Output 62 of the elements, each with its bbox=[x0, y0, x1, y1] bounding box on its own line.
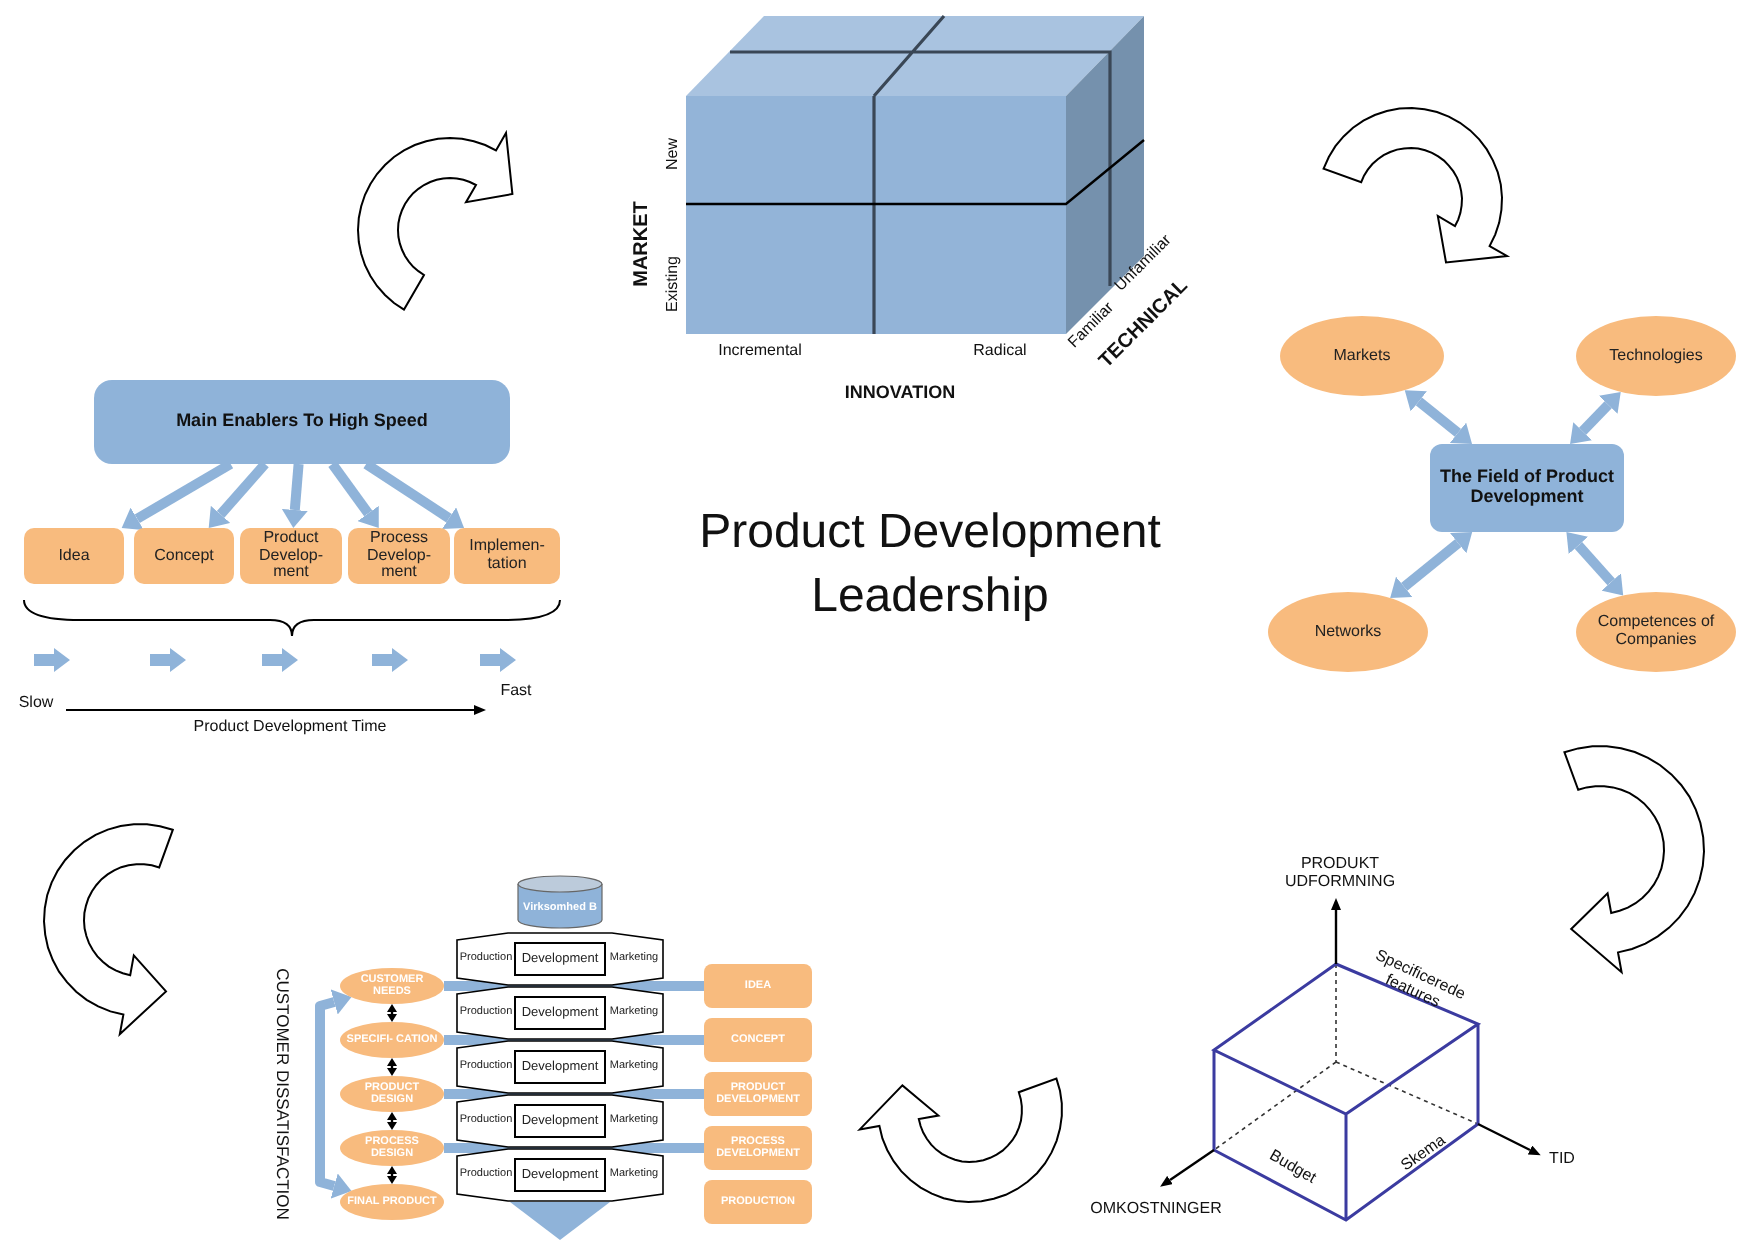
field-label: The Field of Product Development bbox=[1438, 468, 1616, 508]
phase-box bbox=[704, 1018, 812, 1062]
step-ellipse bbox=[340, 1076, 444, 1112]
axis-label: Existing bbox=[665, 256, 683, 312]
double-arrow bbox=[1566, 532, 1624, 596]
stage-label: Idea bbox=[58, 547, 90, 565]
double-arrow bbox=[387, 1166, 397, 1184]
arrow bbox=[281, 463, 308, 528]
double-arrow bbox=[387, 1112, 397, 1130]
double-arrow bbox=[1570, 391, 1621, 445]
axis-label: OMKOSTNINGER bbox=[1090, 1201, 1222, 1219]
stage-box bbox=[134, 528, 234, 584]
factor-label: Competences of Companies bbox=[1595, 614, 1717, 650]
stack-layer bbox=[456, 1040, 664, 1094]
axis-title: INNOVATION bbox=[844, 384, 956, 404]
stage-label: Product Develop- ment bbox=[256, 529, 325, 583]
field-box bbox=[1430, 444, 1624, 532]
double-arrow bbox=[387, 1058, 397, 1076]
factor-label: Networks bbox=[1314, 623, 1382, 641]
stack-layer bbox=[456, 986, 664, 1040]
factor-label: Markets bbox=[1333, 347, 1391, 365]
arrow bbox=[208, 460, 269, 528]
double-arrow bbox=[1404, 390, 1473, 445]
axis-label: Slow bbox=[18, 695, 54, 713]
stage-box bbox=[348, 528, 450, 584]
stage-box bbox=[24, 528, 124, 584]
arrow bbox=[121, 459, 234, 530]
double-arrow bbox=[387, 1004, 397, 1022]
stage-box bbox=[454, 528, 560, 584]
axis-label: New bbox=[665, 138, 683, 170]
side-label: CUSTOMER DISSATISFACTION bbox=[272, 968, 292, 1220]
axis-label: Fast bbox=[500, 683, 532, 701]
arrow bbox=[328, 461, 379, 528]
enabler-box bbox=[94, 380, 510, 464]
axis-label: Radical bbox=[973, 343, 1027, 361]
phase-box bbox=[704, 964, 812, 1008]
step-ellipse bbox=[340, 1130, 444, 1166]
step-ellipse bbox=[340, 1184, 444, 1220]
phase-box bbox=[704, 1072, 812, 1116]
axis-label: Incremental bbox=[718, 343, 802, 361]
step-ellipse bbox=[340, 968, 444, 1004]
axis-title: Product Development Time bbox=[193, 719, 387, 737]
stage-label: Implemen- tation bbox=[467, 538, 547, 574]
phase-box bbox=[704, 1180, 812, 1224]
phase-box bbox=[704, 1126, 812, 1170]
axis-label: PRODUKT UDFORMNING bbox=[1282, 856, 1398, 892]
stage-box bbox=[240, 528, 342, 584]
database-cylinder bbox=[516, 874, 604, 930]
double-arrow bbox=[1390, 531, 1473, 599]
stage-label: Process Develop- ment bbox=[364, 529, 433, 583]
stack-layer bbox=[456, 1094, 664, 1148]
factor-label: Technologies bbox=[1609, 347, 1703, 365]
axis-title: MARKET bbox=[631, 201, 653, 287]
heading-text: Main Enablers To High Speed bbox=[176, 412, 428, 432]
arrow bbox=[363, 459, 465, 530]
double-arrow bbox=[315, 989, 352, 1199]
step-ellipse bbox=[340, 1022, 444, 1058]
stack-layer bbox=[456, 932, 664, 986]
stack-layer bbox=[456, 1148, 664, 1202]
axis-label: TID bbox=[1549, 1151, 1575, 1169]
stage-label: Concept bbox=[154, 547, 214, 565]
title: Product Development Leadership bbox=[697, 503, 1163, 628]
